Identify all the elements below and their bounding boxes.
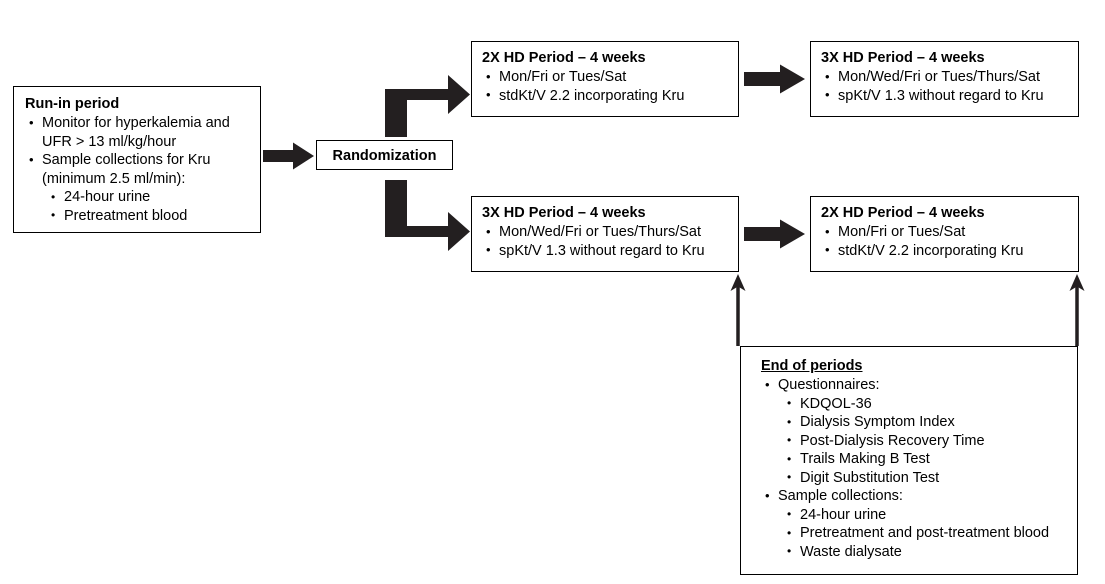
list-item-continuation: UFR > 13 ml/kg/hour	[42, 133, 177, 150]
list-item: Pretreatment blood	[42, 206, 254, 226]
arrow-period-3-to-period-4	[744, 219, 805, 249]
period-2-title: 3X HD Period – 4 weeks	[821, 50, 985, 66]
run-in-period-list: Monitor for hyperkalemia and UFR > 13 ml…	[25, 114, 254, 225]
list-item: Sample collections for Kru (minimum 2.5 …	[25, 151, 254, 225]
arrow-randomization-to-period-3	[385, 180, 470, 251]
arrow-end-of-periods-to-period-3	[730, 274, 746, 346]
period-4-content: 2X HD Period – 4 weeks Mon/Fri or Tues/S…	[811, 197, 1078, 267]
list-item: Monitor for hyperkalemia and UFR > 13 ml…	[25, 114, 254, 151]
list-item: Questionnaires: KDQOL-36 Dialysis Sympto…	[761, 376, 1071, 487]
list-item: Post-Dialysis Recovery Time	[778, 431, 1071, 451]
randomization-box: Randomization	[316, 140, 453, 170]
list-item: Trails Making B Test	[778, 450, 1071, 469]
list-item-continuation: (minimum 2.5 ml/min):	[42, 170, 186, 187]
period-3-box: 3X HD Period – 4 weeks Mon/Wed/Fri or Tu…	[471, 196, 739, 272]
run-in-sample-sublist: 24-hour urine Pretreatment blood	[42, 188, 254, 225]
list-item: Waste dialysate	[778, 542, 1071, 562]
period-2-content: 3X HD Period – 4 weeks Mon/Wed/Fri or Tu…	[811, 42, 1078, 112]
list-item: Mon/Fri or Tues/Sat	[821, 223, 1070, 242]
list-item: Sample collections: 24-hour urine Pretre…	[761, 487, 1071, 561]
list-item: spKt/V 1.3 without regard to Kru	[821, 86, 1070, 106]
period-3-title: 3X HD Period – 4 weeks	[482, 205, 646, 221]
end-of-periods-title: End of periods	[761, 358, 863, 374]
list-item: stdKt/V 2.2 incorporating Kru	[821, 241, 1070, 261]
list-item-text: Sample collections for Kru	[42, 152, 211, 168]
list-item: Mon/Fri or Tues/Sat	[482, 68, 730, 87]
list-item: 24-hour urine	[42, 188, 254, 207]
period-2-list: Mon/Wed/Fri or Tues/Thurs/Sat spKt/V 1.3…	[821, 68, 1070, 105]
period-3-content: 3X HD Period – 4 weeks Mon/Wed/Fri or Tu…	[472, 197, 738, 267]
arrow-randomization-to-period-1	[385, 75, 470, 137]
period-3-list: Mon/Wed/Fri or Tues/Thurs/Sat spKt/V 1.3…	[482, 223, 730, 260]
list-item: KDQOL-36	[778, 394, 1071, 414]
run-in-period-box: Run-in period Monitor for hyperkalemia a…	[13, 86, 261, 233]
list-item-text: Monitor for hyperkalemia and	[42, 115, 230, 131]
end-of-periods-box: End of periods Questionnaires: KDQOL-36 …	[740, 346, 1078, 575]
end-of-periods-list: Questionnaires: KDQOL-36 Dialysis Sympto…	[761, 376, 1071, 561]
period-1-content: 2X HD Period – 4 weeks Mon/Fri or Tues/S…	[472, 42, 738, 112]
list-item: Mon/Wed/Fri or Tues/Thurs/Sat	[821, 68, 1070, 87]
list-item-text: Sample collections:	[778, 488, 903, 504]
arrow-end-of-periods-to-period-4	[1069, 274, 1085, 346]
list-item: Pretreatment and post-treatment blood	[778, 524, 1071, 543]
list-item: Mon/Wed/Fri or Tues/Thurs/Sat	[482, 223, 730, 242]
period-1-title: 2X HD Period – 4 weeks	[482, 50, 646, 66]
list-item: Dialysis Symptom Index	[778, 413, 1071, 432]
arrow-runin-to-randomization	[263, 142, 314, 170]
randomization-label: Randomization	[332, 148, 437, 164]
end-of-periods-content: End of periods Questionnaires: KDQOL-36 …	[741, 347, 1077, 567]
questionnaires-sublist: KDQOL-36 Dialysis Symptom Index Post-Dia…	[778, 394, 1071, 488]
period-4-title: 2X HD Period – 4 weeks	[821, 205, 985, 221]
period-2-box: 3X HD Period – 4 weeks Mon/Wed/Fri or Tu…	[810, 41, 1079, 117]
period-4-box: 2X HD Period – 4 weeks Mon/Fri or Tues/S…	[810, 196, 1079, 272]
period-1-box: 2X HD Period – 4 weeks Mon/Fri or Tues/S…	[471, 41, 739, 117]
sample-collections-sublist: 24-hour urine Pretreatment and post-trea…	[778, 505, 1071, 562]
list-item: 24-hour urine	[778, 505, 1071, 525]
list-item: Digit Substitution Test	[778, 468, 1071, 488]
run-in-period-title: Run-in period	[25, 96, 120, 112]
list-item: stdKt/V 2.2 incorporating Kru	[482, 86, 730, 106]
list-item-text: Questionnaires:	[778, 377, 880, 393]
period-4-list: Mon/Fri or Tues/Sat stdKt/V 2.2 incorpor…	[821, 223, 1070, 260]
arrow-period-1-to-period-2	[744, 64, 805, 94]
list-item: spKt/V 1.3 without regard to Kru	[482, 241, 730, 261]
period-1-list: Mon/Fri or Tues/Sat stdKt/V 2.2 incorpor…	[482, 68, 730, 105]
run-in-period-content: Run-in period Monitor for hyperkalemia a…	[14, 87, 260, 231]
